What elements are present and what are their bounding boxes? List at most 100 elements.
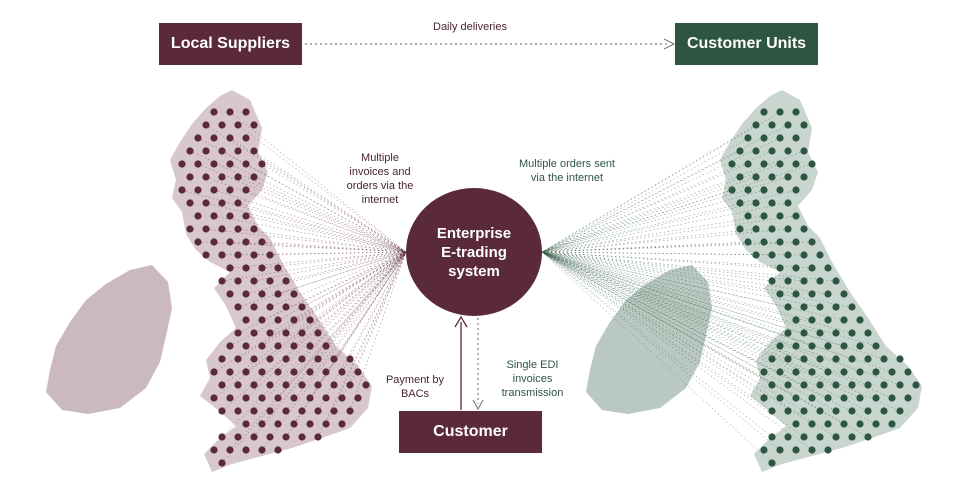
customer-unit-dot bbox=[880, 355, 888, 363]
supplier-dot bbox=[250, 277, 258, 285]
customer-unit-dot bbox=[840, 316, 848, 324]
customer-unit-dot bbox=[784, 277, 792, 285]
customer-unit-dot bbox=[808, 342, 816, 350]
customer-unit-dot bbox=[776, 134, 784, 142]
uk-map-right bbox=[586, 90, 922, 472]
supplier-connection-line bbox=[181, 189, 407, 253]
supplier-dot bbox=[226, 368, 234, 376]
customer-unit-dot bbox=[776, 368, 784, 376]
supplier-dot bbox=[266, 329, 274, 337]
customer-unit-dot bbox=[840, 290, 848, 298]
supplier-connection-line bbox=[221, 251, 407, 464]
supplier-dot bbox=[274, 342, 282, 350]
supplier-dot bbox=[242, 342, 250, 350]
customer-unit-dot bbox=[808, 446, 816, 454]
supplier-dot bbox=[282, 303, 290, 311]
customer-unit-dot bbox=[760, 108, 768, 116]
supplier-dot bbox=[226, 212, 234, 220]
payment-arrow bbox=[454, 315, 468, 410]
supplier-connection-line bbox=[261, 251, 407, 451]
supplier-connection-line bbox=[229, 251, 407, 269]
supplier-dot bbox=[266, 355, 274, 363]
customer-unit-dot bbox=[808, 368, 816, 376]
supplier-dot bbox=[346, 407, 354, 415]
customer-unit-dot bbox=[832, 433, 840, 441]
customer-unit-dot bbox=[744, 160, 752, 168]
customer-unit-dot bbox=[776, 446, 784, 454]
customer-unit-dot bbox=[792, 368, 800, 376]
customer-unit-dot bbox=[848, 381, 856, 389]
customer-unit-connection-line bbox=[541, 251, 813, 321]
supplier-dot bbox=[242, 368, 250, 376]
supplier-dot bbox=[258, 290, 266, 298]
customer-box: Customer bbox=[399, 411, 542, 453]
supplier-dot bbox=[218, 173, 226, 181]
customer-unit-dot bbox=[864, 407, 872, 415]
customer-unit-dot bbox=[808, 264, 816, 272]
customer-unit-connection-line bbox=[541, 251, 869, 438]
customer-unit-dot bbox=[744, 134, 752, 142]
customer-unit-dot bbox=[752, 199, 760, 207]
customer-unit-connection-line bbox=[541, 251, 869, 412]
customer-unit-dot bbox=[896, 407, 904, 415]
supplier-dot bbox=[178, 160, 186, 168]
supplier-dot bbox=[210, 108, 218, 116]
supplier-dot bbox=[210, 160, 218, 168]
supplier-dot bbox=[322, 342, 330, 350]
supplier-dot bbox=[338, 420, 346, 428]
supplier-dot bbox=[218, 407, 226, 415]
supplier-connection-line bbox=[237, 176, 407, 253]
customer-unit-dot bbox=[736, 173, 744, 181]
customer-unit-connection-line bbox=[541, 251, 773, 282]
supplier-connection-line bbox=[237, 228, 407, 253]
supplier-connection-line bbox=[245, 251, 407, 373]
supplier-connection-line bbox=[277, 251, 407, 295]
supplier-dot bbox=[234, 381, 242, 389]
customer-unit-connection-line bbox=[541, 251, 797, 295]
supplier-connection-line bbox=[197, 241, 407, 253]
customer-unit-connection-line bbox=[541, 251, 829, 399]
customer-unit-connection-line bbox=[541, 228, 789, 253]
customer-unit-dots bbox=[728, 108, 920, 467]
supplier-dot bbox=[330, 355, 338, 363]
supplier-dot bbox=[330, 407, 338, 415]
customer-unit-dot bbox=[784, 147, 792, 155]
customer-unit-dot bbox=[832, 329, 840, 337]
customer-unit-dot bbox=[768, 407, 776, 415]
supplier-connection-line bbox=[221, 251, 407, 438]
uk-map-left bbox=[46, 90, 372, 472]
supplier-dot bbox=[266, 407, 274, 415]
supplier-dot bbox=[346, 381, 354, 389]
supplier-connection-line bbox=[325, 251, 407, 347]
customer-unit-dot bbox=[776, 212, 784, 220]
supplier-dot bbox=[210, 368, 218, 376]
supplier-dot bbox=[210, 186, 218, 194]
supplier-connection-line bbox=[237, 251, 407, 360]
supplier-dot bbox=[210, 394, 218, 402]
supplier-connection-line bbox=[221, 251, 407, 282]
customer-unit-dot bbox=[824, 420, 832, 428]
supplier-dot bbox=[242, 446, 250, 454]
supplier-dot bbox=[234, 355, 242, 363]
supplier-dot bbox=[282, 381, 290, 389]
supplier-dot bbox=[202, 199, 210, 207]
customer-unit-dot bbox=[832, 303, 840, 311]
supplier-dot bbox=[314, 329, 322, 337]
customer-unit-dot bbox=[800, 147, 808, 155]
customer-unit-dot bbox=[800, 277, 808, 285]
customer-unit-dot bbox=[896, 381, 904, 389]
supplier-connection-line bbox=[229, 137, 407, 253]
supplier-dot bbox=[234, 173, 242, 181]
supplier-connection-line bbox=[261, 241, 407, 253]
supplier-connection-line bbox=[245, 215, 407, 253]
supplier-connection-line bbox=[205, 124, 407, 253]
supplier-dot bbox=[266, 303, 274, 311]
supplier-dot bbox=[226, 186, 234, 194]
supplier-dot bbox=[234, 251, 242, 259]
supplier-dot bbox=[226, 290, 234, 298]
supplier-connection-line bbox=[293, 251, 407, 347]
supplier-connection-line bbox=[277, 251, 407, 373]
supplier-dot bbox=[298, 433, 306, 441]
customer-unit-connection-line bbox=[541, 251, 901, 412]
supplier-connection-line bbox=[253, 251, 407, 386]
